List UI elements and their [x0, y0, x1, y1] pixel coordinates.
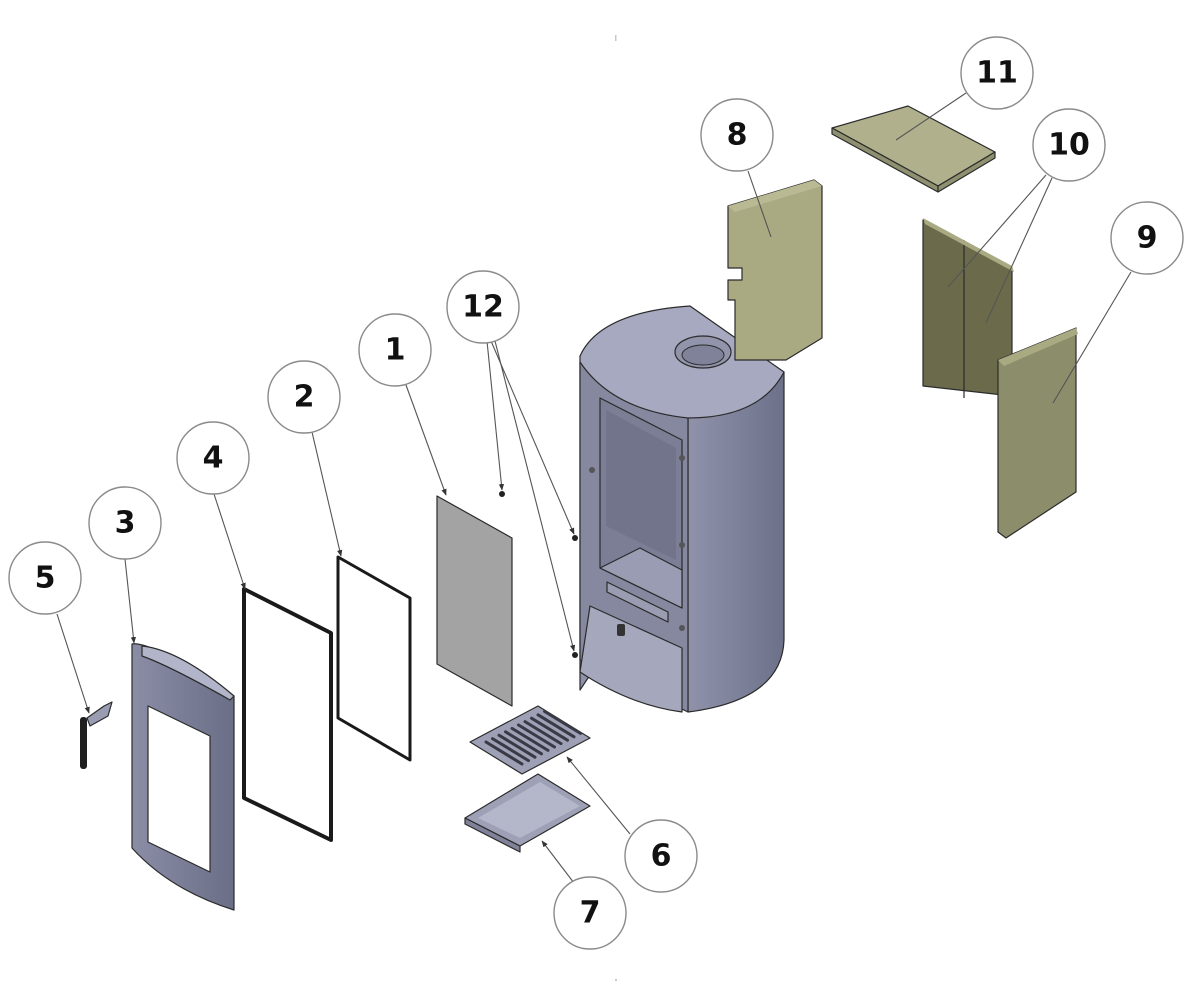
balloon-label: 3 — [115, 506, 136, 541]
balloon-label: 2 — [294, 380, 315, 415]
firebox-back — [606, 410, 676, 560]
door-seal[interactable] — [242, 587, 333, 842]
balloon-label: 8 — [727, 118, 748, 153]
grate-slot — [517, 723, 556, 749]
balloon-7: 7 — [553, 876, 627, 950]
balloon-label: 11 — [976, 56, 1018, 91]
grate-slot — [510, 726, 550, 752]
grate-slot — [484, 740, 524, 766]
door-handle[interactable] — [80, 701, 113, 769]
balloon-12: 12 — [446, 270, 520, 344]
grate-slot — [504, 730, 543, 756]
balloon-label: 1 — [385, 333, 406, 368]
balloon-label: 10 — [1048, 128, 1090, 163]
hinge-knob — [679, 542, 685, 548]
balloon-label: 6 — [651, 839, 672, 874]
balloon-3: 3 — [88, 486, 162, 560]
balloon-1: 1 — [358, 313, 432, 387]
grate[interactable] — [469, 705, 591, 775]
hinge-pin[interactable] — [572, 535, 578, 541]
balloon-11: 11 — [960, 36, 1034, 110]
bottom-center-mark — [615, 979, 617, 981]
balloon-label: 5 — [35, 561, 56, 596]
firebrick-right[interactable] — [997, 327, 1078, 539]
firebrick-left[interactable] — [727, 179, 823, 361]
grate-slot — [543, 709, 582, 735]
firebox-floor — [599, 547, 683, 609]
balloon-10: 10 — [1032, 108, 1106, 182]
balloon-8: 8 — [700, 98, 774, 172]
latch-knob — [589, 467, 595, 473]
flue-opening — [681, 344, 725, 366]
balloon-4: 4 — [176, 421, 250, 495]
top-center-mark — [615, 35, 617, 41]
door-glass[interactable] — [436, 495, 513, 707]
balloon-9: 9 — [1110, 201, 1184, 275]
balloon-label: 12 — [462, 290, 504, 325]
air-control-slot — [606, 581, 669, 623]
balloon-label: 9 — [1137, 221, 1158, 256]
grate-slot — [536, 713, 576, 739]
balloon-2: 2 — [267, 360, 341, 434]
firebrick-rear[interactable] — [922, 218, 1014, 398]
hinge-knob — [679, 625, 685, 631]
leader-lines — [56, 92, 1132, 884]
hinge-pin[interactable] — [572, 652, 578, 658]
balloon-label: 7 — [580, 896, 601, 931]
balloon-label: 4 — [203, 441, 224, 476]
grate-slot — [497, 733, 537, 759]
grate-slot — [523, 720, 563, 746]
air-control-knob[interactable] — [617, 624, 625, 636]
ash-compartment — [579, 605, 683, 713]
stove-body-wall — [687, 371, 785, 713]
stove-body[interactable] — [579, 305, 785, 713]
ash-pan[interactable] — [464, 773, 591, 853]
grate-slot — [530, 716, 569, 742]
balloon-5: 5 — [8, 541, 82, 615]
grate-slot — [491, 737, 530, 763]
balloon-6: 6 — [624, 819, 698, 893]
hinge-knob — [679, 455, 685, 461]
door-frame[interactable] — [131, 643, 235, 911]
baffle-plate[interactable] — [831, 105, 996, 193]
glass-gasket[interactable] — [336, 555, 412, 762]
hinge-pin[interactable] — [499, 491, 505, 497]
